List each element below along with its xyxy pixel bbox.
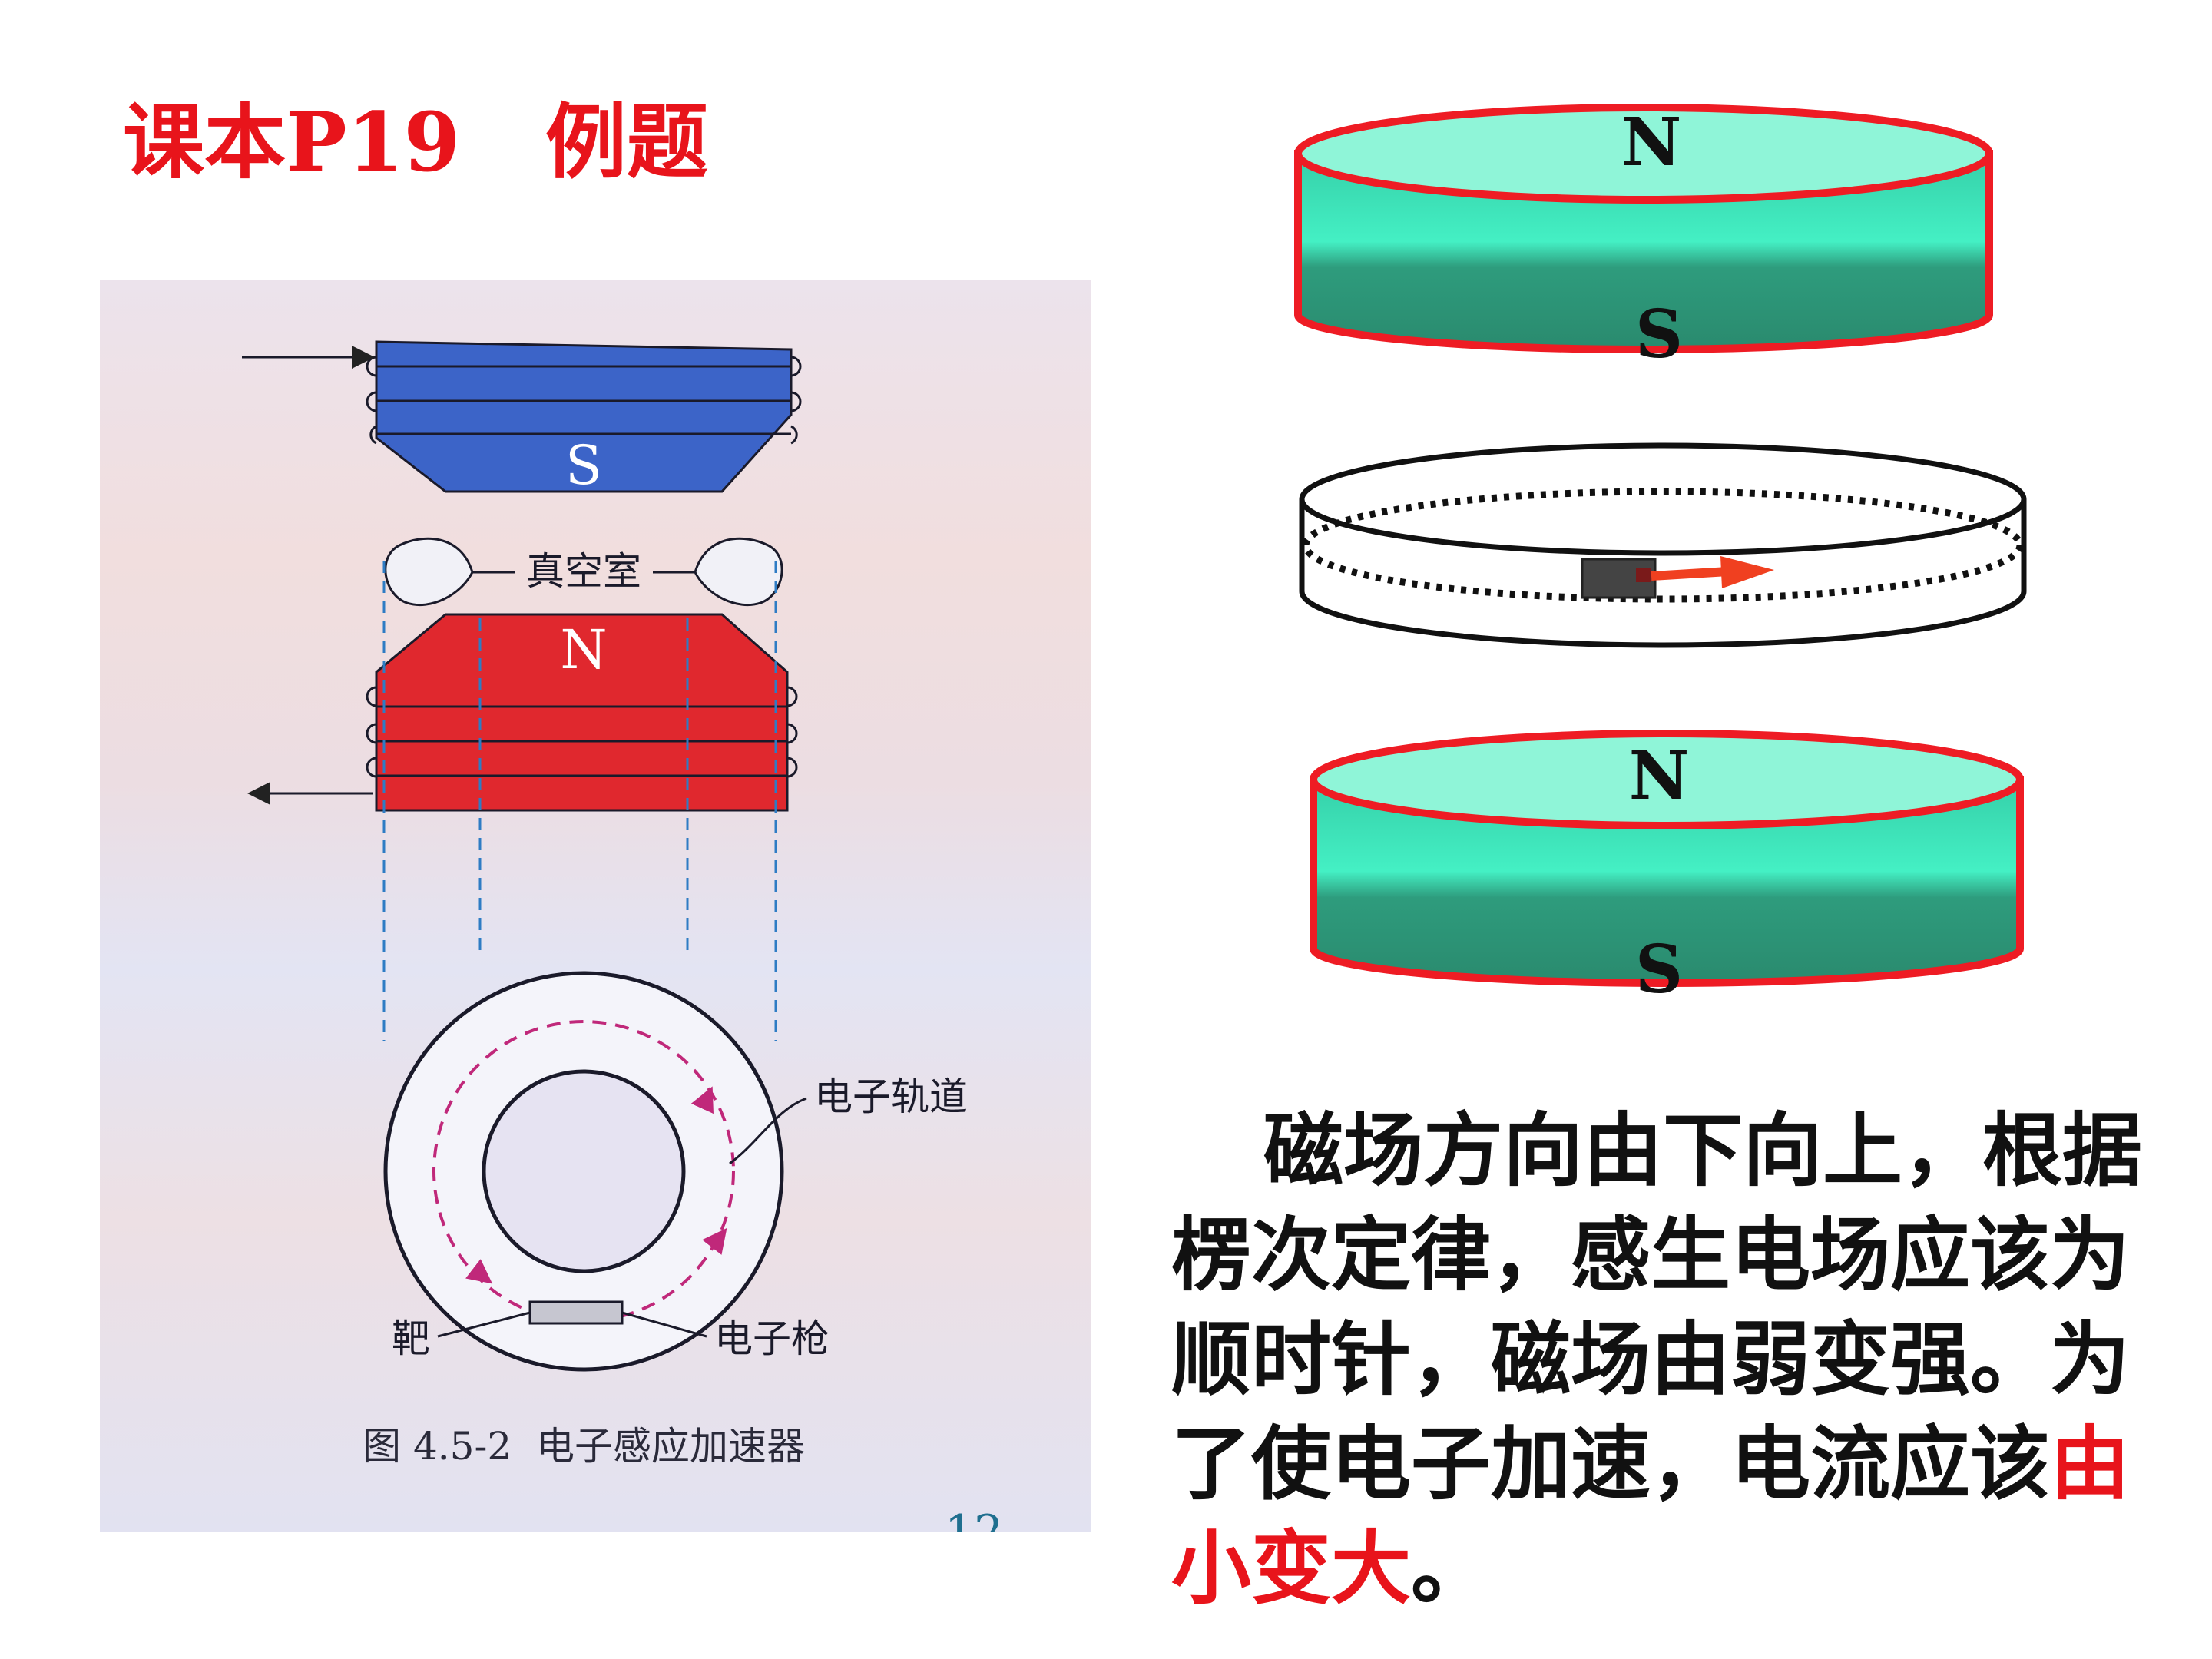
orbit-label: 电子轨道	[814, 1075, 968, 1119]
s-magnet-label: S	[565, 434, 602, 497]
magnet-bottom: N S	[1310, 730, 2024, 1008]
explanation-end: 。	[1411, 1522, 1492, 1615]
vacuum-chamber-label: 真空室	[526, 549, 641, 594]
ring-inner	[482, 1069, 686, 1273]
magnet-bottom-south: S	[1635, 931, 1683, 1008]
magnet-top-south: S	[1635, 296, 1683, 373]
magnet-coil-diagram: N S N S	[1275, 92, 2135, 1045]
vacuum-chamber-left	[384, 537, 474, 607]
electron-gun	[528, 1300, 624, 1325]
gun-label: 电子枪	[714, 1316, 830, 1361]
n-magnet-label: N	[560, 618, 607, 681]
explanation-highlight: 由小变大	[1171, 1417, 2131, 1615]
magnet-top-north: N	[1621, 104, 1682, 181]
explanation-main: 磁场方向由下向上，根据楞次定律，感生电场应该为顺时针，磁场由弱变强。为了使电子加…	[1171, 1104, 2143, 1511]
magnet-bottom-north: N	[1629, 737, 1690, 815]
s-magnet	[375, 340, 793, 493]
electron-path-dotted	[1302, 488, 2024, 603]
vacuum-chamber-right	[694, 537, 783, 607]
figure-caption: 图 4.5-2 电子感应加速器	[363, 1424, 805, 1469]
coil	[1299, 442, 2027, 648]
explanation-text: 磁场方向由下向上，根据楞次定律，感生电场应该为顺时针，磁场由弱变强。为了使电子加…	[1171, 1098, 2162, 1621]
target-label: 靶	[392, 1316, 430, 1361]
magnet-top: N S	[1294, 104, 1993, 373]
page-number-fragment: 12	[945, 1505, 1003, 1532]
textbook-figure: S 真空室 N	[100, 280, 1091, 1532]
electron-direction-arrow	[1651, 567, 1729, 581]
page-title: 课本P19 例题	[123, 94, 708, 190]
